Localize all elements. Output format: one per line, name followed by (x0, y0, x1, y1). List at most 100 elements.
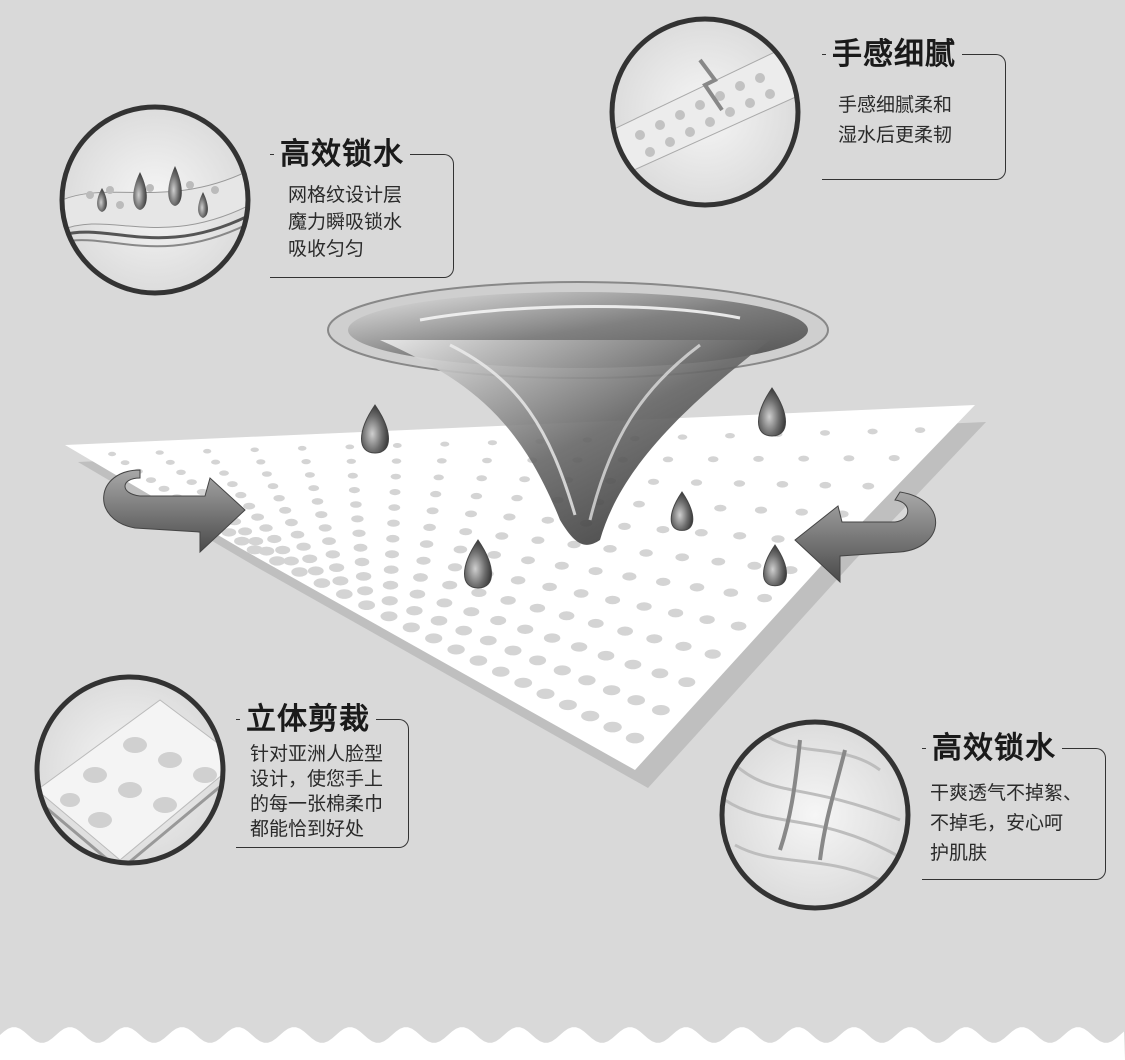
sheet-hole (381, 596, 398, 606)
sheet-hole (639, 549, 653, 557)
callout-line: 魔力瞬吸锁水 (288, 211, 403, 233)
sheet-hole (624, 659, 642, 670)
sheet-hole (757, 593, 772, 603)
sheet-hole (714, 504, 727, 512)
sheet-hole (290, 530, 305, 539)
sheet-hole (389, 489, 401, 496)
sheet-hole (186, 479, 197, 485)
callout-line: 手感细腻柔和 (838, 94, 953, 116)
detail-circle-cut (34, 674, 226, 866)
sheet-hole (578, 675, 596, 686)
sheet-hole (430, 490, 442, 498)
sheet-hole (165, 459, 175, 465)
sheet-hole (329, 563, 345, 572)
sheet-hole (311, 498, 324, 505)
sheet-hole (554, 561, 569, 570)
sheet-hole (250, 447, 259, 453)
callout-line: 设计，使您手上 (250, 768, 384, 790)
water-drop-icon (670, 491, 694, 531)
callout-line: 针对亚洲人脸型 (250, 743, 384, 765)
sheet-hole (753, 455, 764, 462)
sheet-hole (390, 473, 401, 480)
sheet-hole (353, 543, 368, 552)
sheet-hole (433, 474, 444, 481)
sheet-hole (447, 563, 463, 572)
sheet-hole (283, 556, 299, 566)
sheet-hole (227, 481, 238, 488)
sheet-hole (517, 624, 534, 634)
sheet-hole (238, 527, 253, 536)
sheet-hole (646, 634, 663, 644)
sheet-hole (656, 577, 671, 587)
sheet-hole (436, 598, 453, 608)
sheet-hole (465, 510, 477, 518)
callout-line: 都能恰到好处 (250, 818, 365, 840)
sheet-hole (383, 565, 399, 574)
sheet-hole (603, 545, 617, 553)
sheet-hole (647, 478, 660, 485)
sheet-hole (463, 607, 480, 617)
sheet-hole (819, 481, 832, 489)
callout-line: 网格纹设计层 (288, 184, 403, 206)
sheet-hole (618, 522, 631, 531)
sheet-hole (302, 554, 318, 564)
sheet-hole (296, 542, 311, 551)
callout-line: 不掉毛，安心呵 (930, 812, 1064, 834)
sheet-hole (573, 589, 589, 598)
sheet-hole (495, 532, 509, 540)
sheet-hole (675, 553, 689, 562)
sheet-hole (597, 650, 615, 661)
sheet-hole (406, 606, 423, 616)
callout-line: 的每一张棉柔巾 (250, 793, 384, 815)
sheet-hole (211, 459, 221, 465)
sheet-hole (455, 625, 473, 636)
sheet-hole (747, 561, 762, 570)
sheet-hole (273, 495, 285, 502)
sheet-hole (219, 470, 229, 476)
callout-bottom-right: 高效锁水 干爽透气不掉絮、 不掉毛，安心呵 护肌肤 (922, 732, 1112, 880)
sheet-hole (487, 440, 497, 446)
sheet-hole (668, 608, 684, 618)
sheet-hole (385, 550, 399, 559)
sheet-hole (553, 665, 571, 676)
perforated-sheet (65, 405, 986, 788)
sheet-hole (346, 458, 356, 464)
sheet-hole (291, 567, 308, 577)
callout-top-right: 手感细腻 手感细腻柔和 湿水后更柔韧 (822, 38, 1012, 180)
sheet-hole (504, 645, 522, 656)
sheet-hole (711, 557, 726, 566)
sheet-hole (425, 633, 443, 644)
sheet-hole (336, 589, 353, 599)
sheet-hole (285, 518, 298, 527)
sheet-hole (304, 472, 315, 478)
sheet-hole (651, 668, 669, 679)
sheet-hole (754, 506, 768, 514)
sheet-hole (514, 677, 533, 688)
sheet-hole (723, 588, 739, 597)
sheet-hole (602, 685, 621, 696)
sheet-hole (470, 492, 483, 500)
sheet-hole (587, 618, 604, 628)
sheet-hole (492, 666, 510, 677)
sheet-hole (570, 642, 588, 652)
sheet-hole (307, 566, 324, 576)
wave-border (0, 1027, 1125, 1060)
sheet-hole (798, 455, 810, 462)
water-drop-icon (763, 544, 787, 587)
sheet-hole (308, 485, 320, 492)
callout-title: 高效锁水 (274, 138, 410, 172)
sheet-hole (234, 536, 250, 546)
sheet-hole (416, 556, 431, 565)
sheet-hole (447, 644, 465, 655)
sheet-hole (235, 491, 247, 499)
sheet-hole (355, 572, 372, 581)
sheet-hole (322, 537, 336, 545)
sheet-hole (297, 445, 307, 451)
sheet-hole (914, 427, 926, 433)
sheet-hole (459, 528, 473, 536)
sheet-hole (392, 443, 402, 448)
sheet-hole (843, 455, 855, 462)
swirl-arrow-icon (794, 491, 937, 584)
sheet-hole (108, 451, 117, 457)
sheet-hole (391, 458, 402, 464)
